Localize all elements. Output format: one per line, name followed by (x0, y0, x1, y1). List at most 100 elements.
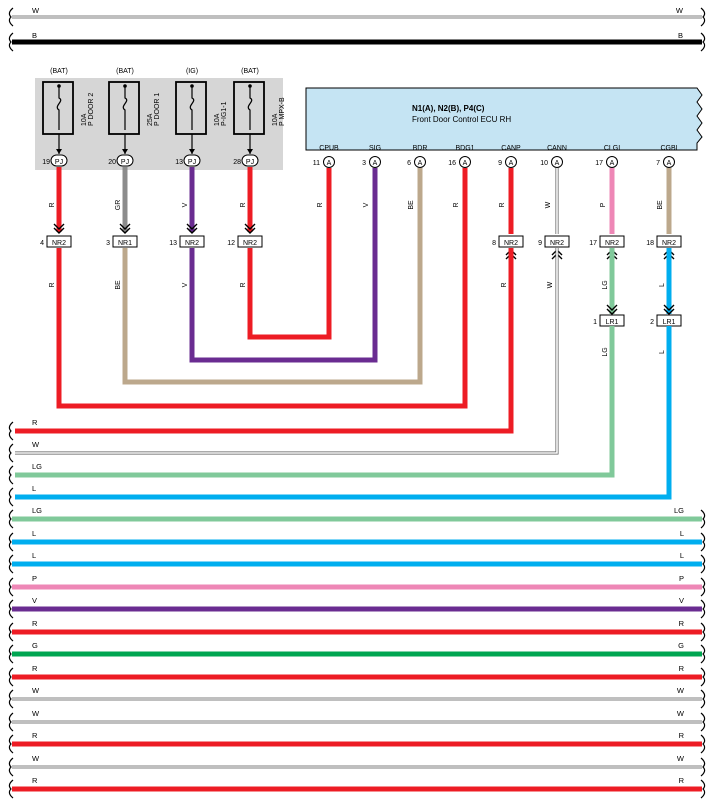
output-wire-label-2: LG (32, 462, 42, 471)
bus-label-right-1: L (680, 529, 684, 538)
bus-break-left (8, 667, 14, 687)
ecu-pin-1 (369, 156, 381, 168)
ecu-pin-name-6: CLGI (604, 145, 620, 152)
bus-label-left-5: R (32, 619, 38, 628)
connector-nr-2-id: NR2 (185, 240, 199, 247)
bus-break-left (8, 32, 14, 52)
connector-nr-6-id: NR2 (605, 240, 619, 247)
connector-nr-5-id: NR2 (550, 240, 564, 247)
ecu-pin-3-num: 16 (448, 160, 456, 167)
fuse-chevron-0 (53, 223, 65, 234)
connector-nr-7 (656, 235, 682, 248)
connector-nr-6-pin: 17 (589, 240, 597, 247)
fuse-conn-1: PJ (121, 159, 129, 166)
connector-nr-7-id: NR2 (662, 240, 676, 247)
fuse-conn-3: PJ (246, 159, 254, 166)
bus-label-right-4: V (679, 596, 684, 605)
canp-lower-label: R (501, 282, 508, 287)
ecu-pin-name-3: BDG1 (455, 145, 474, 152)
ecu-pin-5-num: 10 (540, 160, 548, 167)
connector-lr-0-pin: 1 (593, 319, 597, 326)
connector-lr-1-pin: 2 (650, 319, 654, 326)
connector-nr-3-pin: 12 (227, 240, 235, 247)
ecu-pin-5-conn: A (555, 160, 560, 167)
bus-label-right-9: W (677, 709, 685, 718)
bus-break-left (8, 7, 14, 27)
ecu-box (305, 87, 703, 151)
fuse-source-0: (BAT) (50, 68, 68, 75)
ecu-subtitle: Front Door Control ECU RH (412, 115, 511, 124)
fuse-2 (175, 81, 207, 135)
bus-label-left-0: LG (32, 506, 42, 515)
ecu-pin-4-conn: A (509, 160, 514, 167)
wire-ig-sig (189, 168, 378, 363)
fuse-1 (108, 81, 140, 135)
bus-label-right-7: R (679, 664, 685, 673)
bus-label-left-8: W (32, 686, 40, 695)
bus-break-left (8, 689, 14, 709)
fuse-arrow-2 (189, 149, 195, 154)
bus-break-right (700, 622, 706, 642)
connector-nr-0-id: NR2 (52, 240, 66, 247)
bus-label-left-7: R (32, 664, 38, 673)
fuse-arrow-0 (56, 149, 62, 154)
wire-cann (15, 248, 558, 454)
ecu-pin-2-num: 6 (407, 160, 411, 167)
wire-pdoor2-bdg1 (56, 168, 468, 409)
bus-break-left (8, 487, 14, 507)
fuse-name-3: P MPX-B (279, 97, 286, 126)
fuse-pin-0 (50, 154, 68, 167)
bus-break-left (8, 712, 14, 732)
connector-nr-1-id: NR1 (118, 240, 132, 247)
ecu-pin-6-conn: A (610, 160, 615, 167)
ecu-title: N1(A), N2(B), P4(C) (412, 104, 485, 113)
fuse-element-2 (189, 86, 195, 130)
ecu-pin-5 (551, 156, 563, 168)
ecu-pin-7-num: 7 (656, 160, 660, 167)
fuse-rating-1: 25A (147, 113, 154, 126)
connector-nr-5 (544, 235, 570, 248)
bus-break-right (700, 712, 706, 732)
bus-break-left (8, 734, 14, 754)
cann-lower-label: W (547, 281, 554, 288)
bus-label-right-6: G (678, 641, 684, 650)
fuse-element-1 (122, 86, 128, 130)
fuse-source-2: (IG) (186, 68, 198, 75)
output-wire-label-1: W (32, 440, 40, 449)
fuse-pin-2 (183, 154, 201, 167)
fuse-source-1: (BAT) (116, 68, 134, 75)
connector-nr-0-pin: 4 (40, 240, 44, 247)
bus-label-right-11: W (677, 754, 685, 763)
fuse-wire-label-upper-0: R (49, 202, 56, 207)
ecu-pin-name-2: BDR (413, 145, 428, 152)
fuse-pin-num-0: 19 (42, 159, 50, 166)
bus-break-right (700, 532, 706, 552)
bus-break-right (700, 599, 706, 619)
bus-break-right (700, 554, 706, 574)
ecu-pin-0 (323, 156, 335, 168)
fuse-name-0: P DOOR 2 (88, 93, 95, 126)
ecu-wire-label-6: P (600, 202, 607, 207)
clgi-lower-label: LG (602, 347, 609, 356)
fuse-terminal-3 (248, 84, 252, 88)
fuse-pin-1 (116, 154, 134, 167)
bus-label-left-12: R (32, 776, 38, 785)
bus-break-right (700, 32, 706, 52)
fuse-chevron-3 (244, 223, 256, 234)
connector-nr-6 (599, 235, 625, 248)
fuse-wire-label-lower-2: V (182, 282, 189, 287)
header-bus-label-right: B (678, 31, 683, 40)
wire-cann-outline (15, 248, 559, 455)
fuse-chevron-2 (186, 223, 198, 234)
fuse-name-1: P DOOR 1 (154, 93, 161, 126)
connector-nr-3 (237, 235, 263, 248)
ecu-pin-name-5: CANN (547, 145, 567, 152)
bus-break-left (8, 509, 14, 529)
fuse-conn-0: PJ (55, 159, 63, 166)
bus-label-right-10: R (679, 731, 685, 740)
bus-label-left-10: R (32, 731, 38, 740)
fuse-pin-num-3: 28 (233, 159, 241, 166)
bus-break-right (700, 509, 706, 529)
ecu-pin-3-conn: A (463, 160, 468, 167)
bus-label-right-12: R (679, 776, 685, 785)
